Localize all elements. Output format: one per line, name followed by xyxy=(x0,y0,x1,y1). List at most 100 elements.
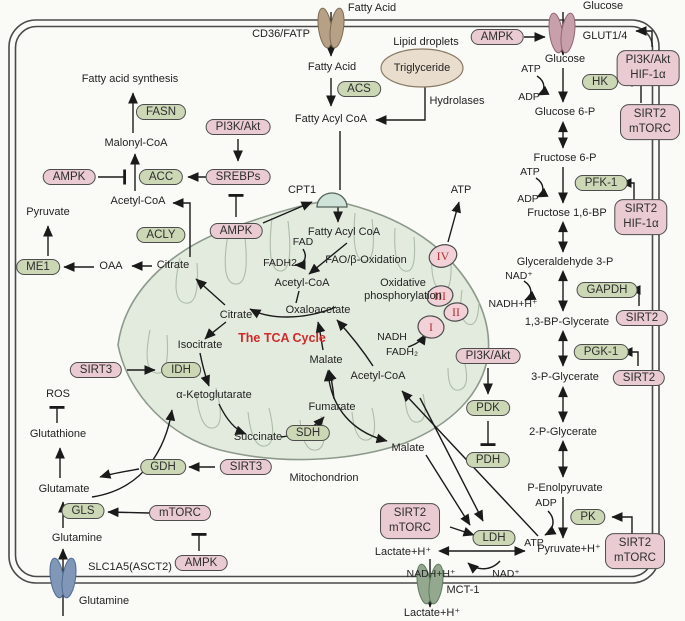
label-glutathione: Glutathione xyxy=(29,427,87,440)
label-lactate-h-extracellular: Lactate+H⁺ xyxy=(403,606,461,619)
regulator-ampk-2: AMPK xyxy=(209,223,263,239)
enzyme-ldh: LDH xyxy=(472,530,516,546)
label-fatty-acid-cytosol: Fatty Acid xyxy=(307,60,357,73)
regulator-ampk-4: AMPK xyxy=(174,555,228,571)
enzyme-pdk: PDK xyxy=(466,400,510,416)
label-glutamine-extracellular: Glutamine xyxy=(78,594,130,607)
regulator-sirt3-2: SIRT3 xyxy=(219,459,273,475)
label-succinate: Succinate xyxy=(233,430,283,443)
label-hydrolases: Hydrolases xyxy=(429,94,485,107)
complex-iv-label: IV xyxy=(437,249,450,263)
label-tca-cycle-title: The TCA Cycle xyxy=(238,331,326,345)
enzyme-me1: ME1 xyxy=(16,259,60,275)
label-isocitrate: Isocitrate xyxy=(177,338,223,351)
regulator-sirt2-1: SIRT2 xyxy=(615,310,669,326)
label-fatty-acid-extracellular: Fatty Acid xyxy=(347,1,397,14)
label-nadh-h: NADH+H⁺ xyxy=(488,298,538,311)
label-alpha-ketoglutarate: α-Ketoglutarate xyxy=(176,388,252,401)
label-glut1-4: GLUT1/4 xyxy=(582,29,628,42)
label-adp: ADP xyxy=(517,193,539,206)
regulator-line-sirt2: SIRT2 xyxy=(618,537,652,550)
label-cpt1: CPT1 xyxy=(287,183,317,196)
enzyme-acc: ACC xyxy=(138,169,184,185)
label-ros: ROS xyxy=(46,387,70,400)
label-malate-mito: Malate xyxy=(309,353,343,366)
label-glyceraldehyde-3-p: Glyceraldehyde 3-P xyxy=(516,255,614,268)
enzyme-pk: PK xyxy=(570,509,606,525)
regulator-ampk-3: AMPK xyxy=(470,29,524,45)
label-nadh-h: NADH+H⁺ xyxy=(406,568,456,581)
regulator-line-sirt2: SIRT2 xyxy=(633,108,667,121)
regulator-ampk-1: AMPK xyxy=(42,169,96,185)
complex-iii-label: III xyxy=(434,289,446,303)
regulator-pi3k-akt-2: PI3K/Akt xyxy=(455,348,521,364)
regulator-line-sirt2: SIRT2 xyxy=(393,507,427,520)
label-oxaloacetate: Oxaloacetate xyxy=(285,303,351,316)
label-atp: ATP xyxy=(521,63,541,76)
enzyme-pdh: PDH xyxy=(465,452,511,468)
complex-ii-icon xyxy=(443,302,469,322)
regulator-sirt2-mtorc-1: SIRT2 mTORC xyxy=(620,104,680,140)
enzyme-fasn: FASN xyxy=(135,104,187,120)
enzyme-sdh: SDH xyxy=(285,425,331,441)
regulator-line-mtorc: mTORC xyxy=(389,522,431,534)
label-1-3-bp-glycerate: 1,3-BP-Glycerate xyxy=(524,315,610,328)
regulator-line-mtorc: mTORC xyxy=(614,552,656,564)
label-fadh2-sub: FADH₂ xyxy=(385,346,419,359)
enzyme-gdh: GDH xyxy=(140,459,186,475)
label-oaa: OAA xyxy=(99,259,123,272)
label-mitochondrion: Mitochondrion xyxy=(289,471,359,484)
label-fumarate: Fumarate xyxy=(308,400,356,413)
label-citrate-mito: Citrate xyxy=(219,308,253,321)
lipid-droplet-icon xyxy=(380,48,464,88)
regulator-line-hif1a: HIF-1α xyxy=(630,69,666,81)
label-adp: ADP xyxy=(535,497,557,510)
complex-iv-icon xyxy=(428,244,458,268)
label-lactate-h-cytosol: Lactate+H⁺ xyxy=(374,545,432,558)
label-nad: NAD⁺ xyxy=(505,270,533,283)
label-acetyl-coa-cytosol: Acetyl-CoA xyxy=(110,194,166,207)
label-atp: ATP xyxy=(520,166,540,179)
regulator-line-hif1a: HIF-1α xyxy=(623,218,659,230)
complex-ii-label: II xyxy=(452,305,460,319)
label-fao-beta-oxidation: FAO/β-Oxidation xyxy=(325,253,407,266)
enzyme-pfk-1: PFK-1 xyxy=(574,175,628,191)
regulator-sirt2-mtorc-3: SIRT2 mTORC xyxy=(380,503,440,539)
label-oxidative: Oxidative xyxy=(380,276,426,289)
label-glutamate: Glutamate xyxy=(38,482,90,495)
label-atp: ATP xyxy=(524,537,544,550)
label-3-p-glycerate: 3-P-Glycerate xyxy=(531,370,599,383)
label-phosphorylation: phosphorylation xyxy=(364,290,442,302)
enzyme-acly: ACLY xyxy=(136,227,186,243)
label-glucose-cytosol: Glucose xyxy=(544,52,586,65)
label-p-enolpyruvate: P-Enolpyruvate xyxy=(527,481,603,494)
label-cd36-fatp: CD36/FATP xyxy=(252,27,310,40)
slc1a5-transporter-icon xyxy=(49,557,77,599)
enzyme-idh: IDH xyxy=(161,362,201,378)
label-pyruvate-h: Pyruvate+H⁺ xyxy=(537,542,601,555)
regulator-sirt2-mtorc-2: SIRT2 mTORC xyxy=(605,533,665,569)
mct1-transporter-icon xyxy=(416,563,444,605)
label-fatty-acyl-coa-cytosol: Fatty Acyl CoA xyxy=(294,112,368,125)
enzyme-acs: ACS xyxy=(337,81,381,97)
regulator-line-pi3k-akt: PI3K/Akt xyxy=(625,54,671,67)
label-lipid-droplets: Lipid droplets xyxy=(393,35,459,48)
label-triglyceride: Triglyceride xyxy=(393,61,451,74)
regulator-pi3k-akt-hif1a: PI3K/Akt HIF-1α xyxy=(616,50,680,86)
regulator-sirt2-hif1a: SIRT2 HIF-1α xyxy=(614,199,668,235)
enzyme-hk: HK xyxy=(582,74,618,90)
label-atp-oxphos: ATP xyxy=(450,183,472,196)
cd36-transporter-icon xyxy=(317,7,345,49)
regulator-mtorc: mTORC xyxy=(149,505,211,521)
label-fructose-1-6-bp: Fructose 1,6-BP xyxy=(527,206,607,219)
regulator-sirt3-1: SIRT3 xyxy=(69,362,123,378)
label-nadh: NADH xyxy=(377,331,407,344)
label-mct-1: MCT-1 xyxy=(446,583,480,596)
cpt1-icon xyxy=(316,192,348,208)
label-fatty-acyl-coa-mito: Fatty Acyl CoA xyxy=(307,225,381,238)
glut1-4-transporter-icon xyxy=(548,12,576,54)
complex-iii-icon xyxy=(426,285,454,307)
label-2-p-glycerate: 2-P-Glycerate xyxy=(529,425,597,438)
label-fad: FAD xyxy=(292,236,314,249)
